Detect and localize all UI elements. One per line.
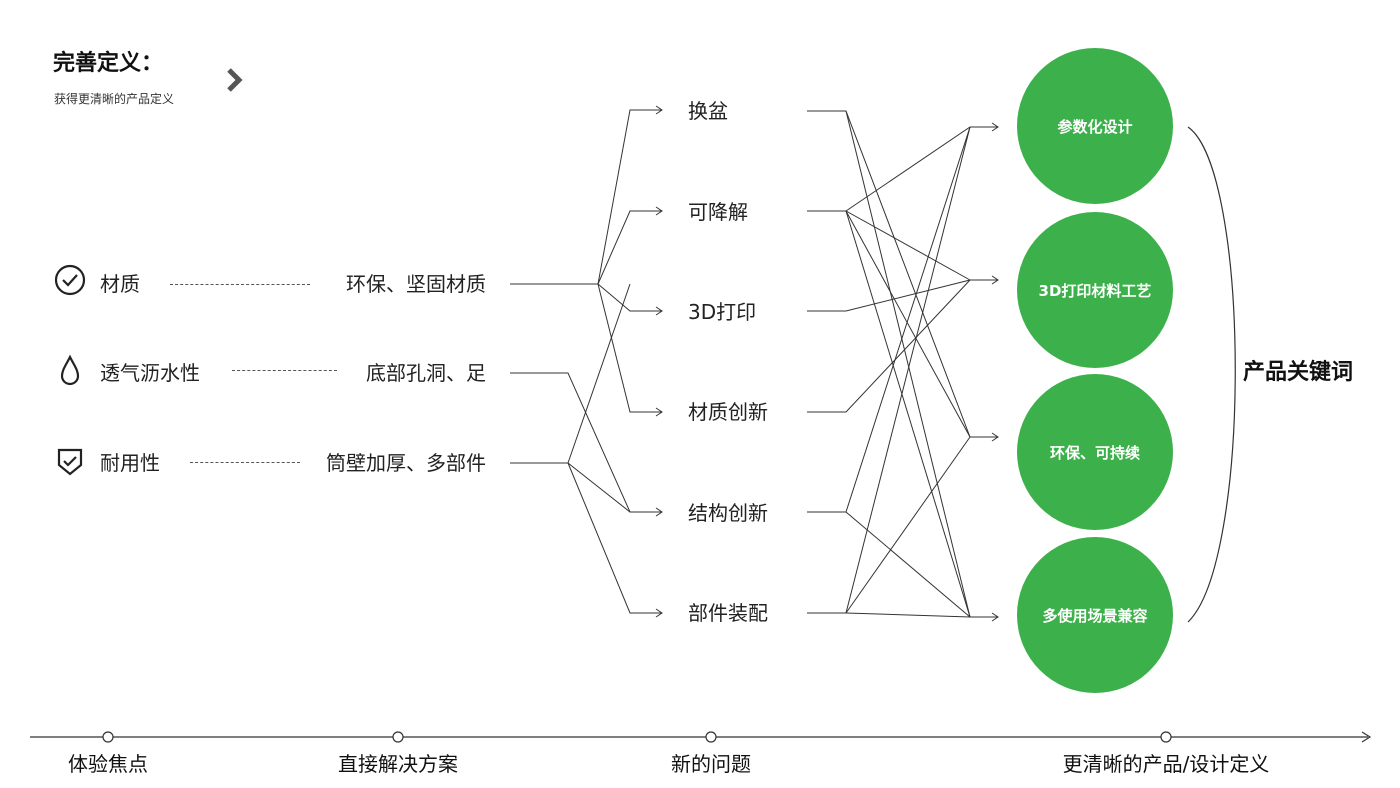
- arrowhead: [655, 608, 663, 618]
- timeline-stage-label: 新的问题: [671, 752, 751, 776]
- arrowhead: [655, 206, 663, 216]
- arrow-connector: [970, 612, 999, 622]
- timeline-stage-label: 体验焦点: [68, 752, 148, 776]
- timeline-stage-label: 直接解决方案: [338, 752, 458, 776]
- arrow-connector: [970, 275, 999, 285]
- connector-line: [597, 210, 662, 285]
- arrowhead: [655, 105, 663, 115]
- problem-label: 部件装配: [688, 601, 768, 625]
- connector-line: [567, 462, 662, 614]
- check-circle-icon: [54, 264, 86, 296]
- connector-line: [597, 109, 662, 285]
- problem-label: 可降解: [688, 200, 748, 224]
- arrowhead: [655, 407, 663, 417]
- keywords-bracket: [1187, 126, 1236, 623]
- solution-label: 底部孔洞、足: [366, 361, 486, 385]
- arrow-connector: [970, 432, 999, 442]
- connector-line: [845, 126, 971, 513]
- solution-label: 筒壁加厚、多部件: [326, 451, 486, 475]
- page-subtitle: 获得更清晰的产品定义: [54, 92, 175, 106]
- dotted-connector: [232, 370, 337, 371]
- water-drop-icon: [60, 354, 80, 386]
- page-title: 完善定义：: [53, 51, 164, 76]
- focus-label-material: 材质: [100, 272, 140, 296]
- timeline: [30, 731, 1372, 743]
- solution-label: 环保、坚固材质: [346, 272, 486, 296]
- connector-line: [845, 210, 971, 618]
- focus-label-drainage: 透气沥水性: [100, 361, 200, 385]
- shield-check-icon: [57, 448, 83, 476]
- connector-line: [845, 126, 971, 212]
- timeline-node: [1160, 731, 1172, 743]
- problem-label: 换盆: [688, 99, 728, 123]
- problem-label: 结构创新: [688, 501, 768, 525]
- connector-line: [807, 110, 971, 438]
- timeline-arrowhead: [1361, 731, 1372, 743]
- arrowhead: [655, 306, 663, 316]
- focus-label-durability: 耐用性: [100, 451, 160, 475]
- problem-label: 材质创新: [688, 400, 768, 424]
- connector-line: [567, 462, 662, 513]
- connector-line: [845, 210, 971, 281]
- keywords-label: 产品关键词: [1243, 360, 1354, 385]
- connector-line: [597, 283, 662, 413]
- keyword-circle: 多使用场景兼容: [1017, 537, 1173, 693]
- timeline-stage-label: 更清晰的产品/设计定义: [1062, 752, 1270, 776]
- connector-line: [807, 279, 971, 413]
- chevron-right-icon[interactable]: [222, 66, 252, 96]
- timeline-node: [392, 731, 404, 743]
- connector-line: [845, 436, 971, 614]
- connector-line: [567, 283, 631, 464]
- connector-line: [597, 283, 662, 312]
- problem-label: 3D打印: [688, 300, 757, 324]
- connector-line: [845, 126, 971, 614]
- keyword-circle: 3D打印材料工艺: [1017, 212, 1173, 368]
- keyword-circle: 参数化设计: [1017, 48, 1173, 204]
- connector-line: [845, 110, 971, 618]
- dotted-connector: [170, 284, 310, 285]
- connector-line: [845, 210, 971, 438]
- dotted-connector: [190, 462, 300, 463]
- connector-line: [845, 612, 971, 618]
- timeline-node: [705, 731, 717, 743]
- arrow-connector: [970, 122, 999, 132]
- connector-line: [510, 372, 662, 513]
- timeline-node: [102, 731, 114, 743]
- keyword-circle: 环保、可持续: [1017, 374, 1173, 530]
- connector-line: [845, 511, 971, 618]
- arrowhead: [655, 507, 663, 517]
